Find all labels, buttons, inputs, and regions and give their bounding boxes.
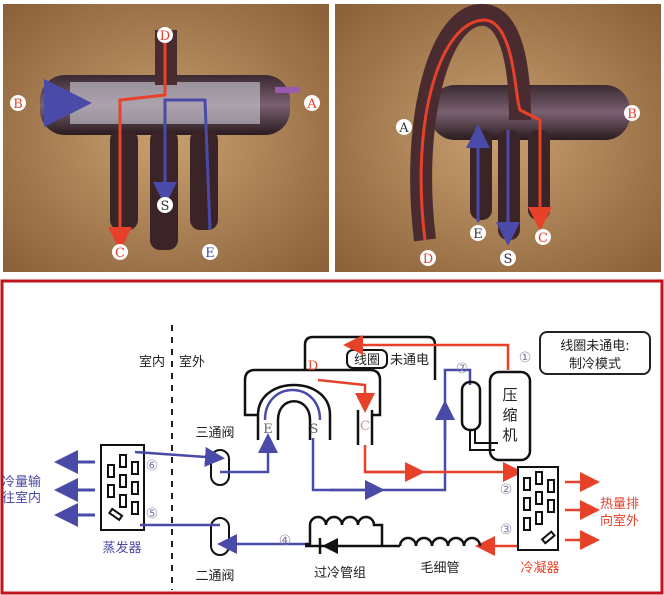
subcooler-label: 过冷管组 <box>314 566 366 581</box>
mode-line1: 线圈未通电: <box>560 339 629 354</box>
cold-out-line1: 冷量输 <box>2 474 41 490</box>
point-3: ③ <box>500 522 513 538</box>
indoor-label: 室内 <box>139 354 165 370</box>
label-E: E <box>473 227 483 242</box>
label-S: S <box>504 252 513 267</box>
label-E: E <box>205 246 215 261</box>
point-4: ④ <box>279 533 292 549</box>
point-7: ⑦ <box>456 361 469 377</box>
capillary-label: 毛细管 <box>420 561 459 576</box>
subcooler-coil <box>305 515 384 546</box>
point-2: ② <box>500 482 513 498</box>
port-C: C <box>360 419 370 434</box>
photo-left: D A B S C E <box>3 4 329 272</box>
label-B: B <box>627 107 637 122</box>
label-D: D <box>160 29 170 44</box>
label-A: A <box>398 121 409 136</box>
mode-line2: 制冷模式 <box>569 357 621 372</box>
three-way-valve-label: 三通阀 <box>195 426 234 441</box>
outdoor-label: 室外 <box>179 354 205 370</box>
capillary-coil <box>398 536 482 547</box>
two-way-valve-label: 二通阀 <box>195 569 234 584</box>
check-valve-icon <box>322 538 338 554</box>
label-A: A <box>306 97 317 112</box>
point-1: ① <box>519 350 532 366</box>
point-6: ⑥ <box>146 458 159 474</box>
point-5: ⑤ <box>146 506 159 522</box>
compressor-char-3: 机 <box>502 426 517 444</box>
compressor <box>488 370 532 462</box>
photo-right: A B D E S C <box>335 3 661 272</box>
reversing-valve <box>243 335 437 445</box>
heat-out-line2: 向室外 <box>600 513 639 529</box>
compressor-char-2: 缩 <box>502 406 517 424</box>
label-C: C <box>538 231 548 246</box>
heat-out-line1: 热量排 <box>600 497 639 512</box>
port-S: S <box>310 422 319 437</box>
label-D: D <box>423 252 433 267</box>
label-S: S <box>161 199 170 214</box>
port-D: D <box>308 359 318 374</box>
coil-status: 未通电 <box>390 353 429 368</box>
refrigeration-diagram: 室内 室外 线圈未通电: 制冷模式 蒸发器 冷量输 往室内 ⑥ ⑤ 三通阀 二通… <box>2 325 651 590</box>
evaporator-label: 蒸发器 <box>102 540 141 556</box>
coil-label: 线圈 <box>354 353 380 368</box>
port-E: E <box>263 422 273 437</box>
label-B: B <box>13 97 23 112</box>
condenser-label: 冷凝器 <box>520 560 559 576</box>
cold-out-line2: 往室内 <box>2 490 41 506</box>
compressor-char-1: 压 <box>502 386 517 404</box>
label-C: C <box>115 246 125 261</box>
